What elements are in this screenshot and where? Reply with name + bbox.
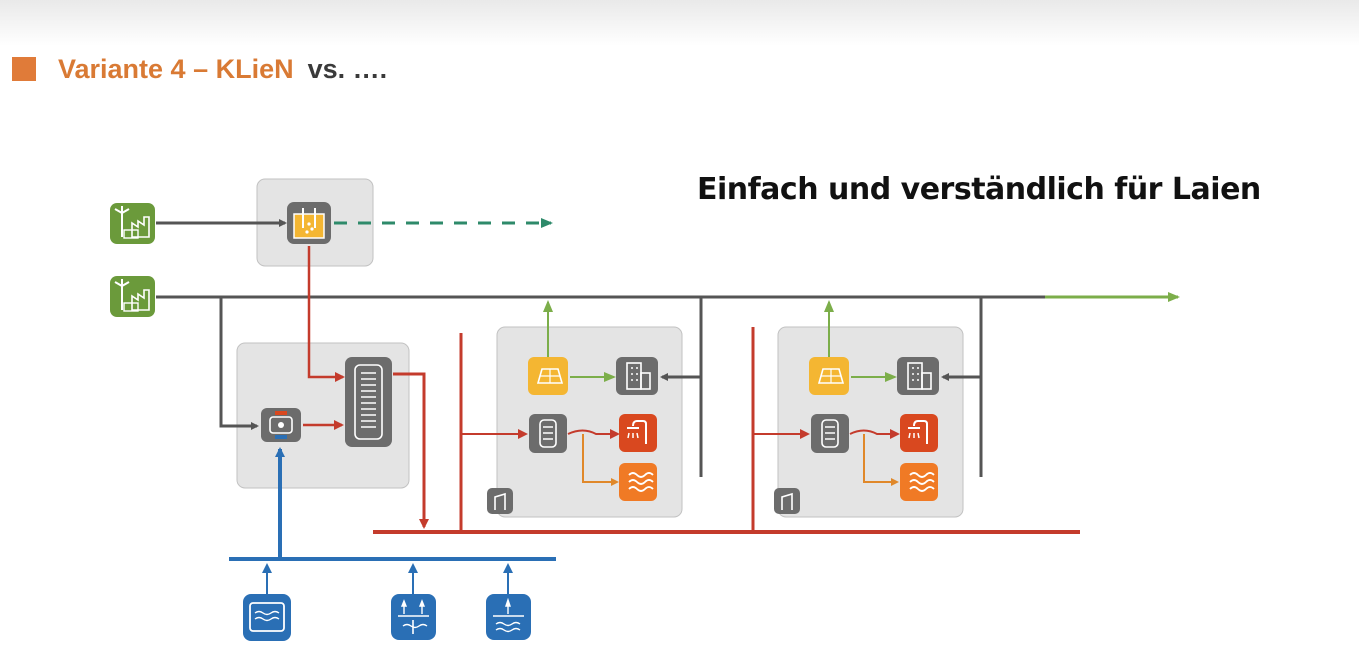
meter-icon bbox=[774, 488, 800, 514]
buffer-tank-icon bbox=[529, 414, 567, 453]
heat-pump-icon bbox=[261, 408, 301, 442]
shower-icon bbox=[900, 414, 938, 452]
radiator-heat-icon bbox=[900, 463, 938, 501]
radiator-heat-icon bbox=[619, 463, 657, 501]
electrolyzer-icon bbox=[287, 202, 331, 244]
groundwater-source-icon bbox=[391, 594, 436, 640]
buffer-tank-icon bbox=[811, 414, 849, 453]
title-suffix: vs. …. bbox=[307, 53, 388, 84]
slide-title: Variante 4 – KLieN vs. …. bbox=[12, 52, 387, 86]
top-shade bbox=[0, 0, 1359, 46]
pv-panel-icon bbox=[528, 357, 568, 395]
heat-storage-tank-icon bbox=[345, 357, 392, 447]
collector-source-icon bbox=[243, 594, 291, 641]
power-lines bbox=[156, 219, 1045, 477]
wind-pv-factory-icon bbox=[110, 276, 155, 317]
space-heat-lines bbox=[582, 434, 899, 486]
pv-lines bbox=[543, 300, 897, 382]
surface-water-source-icon bbox=[486, 594, 531, 640]
water-lines bbox=[229, 447, 556, 594]
building-icon bbox=[897, 357, 939, 395]
building-icon bbox=[616, 357, 658, 395]
wind-pv-factory-icon bbox=[110, 203, 155, 244]
headline: Einfach und verständlich für Laien bbox=[697, 172, 1261, 207]
meter-icon bbox=[487, 488, 513, 514]
title-main: Variante 4 – KLieN bbox=[58, 53, 294, 84]
heat-lines bbox=[303, 246, 1080, 534]
shower-icon bbox=[619, 414, 657, 452]
title-bullet bbox=[12, 57, 36, 81]
pv-panel-icon bbox=[809, 357, 849, 395]
